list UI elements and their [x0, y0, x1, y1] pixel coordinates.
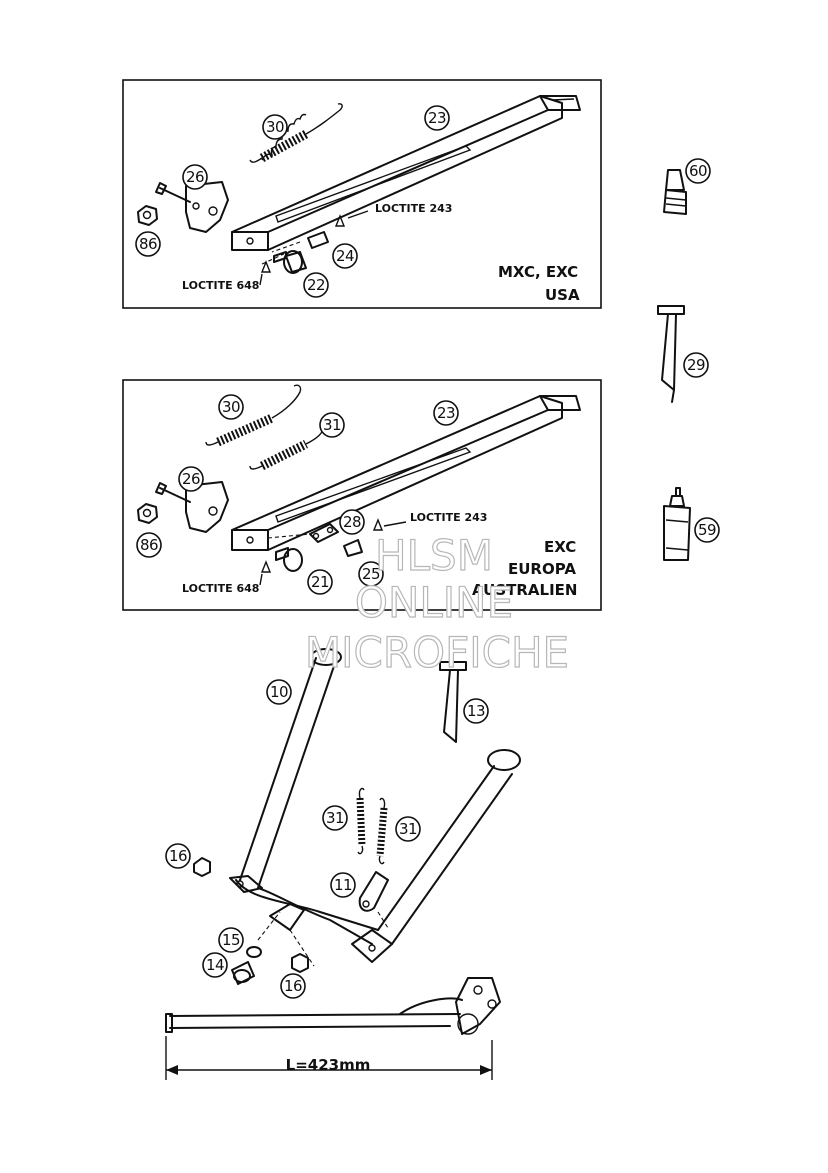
- svg-text:30: 30: [266, 118, 284, 136]
- screw: [271, 214, 346, 253]
- svg-text:25: 25: [362, 565, 380, 583]
- callout-stand-16a: 16: [165, 843, 191, 869]
- callout-top-30: 30: [262, 114, 288, 140]
- svg-text:28: 28: [343, 513, 361, 531]
- callout-top-26: 26: [182, 164, 208, 190]
- svg-text:16: 16: [284, 977, 302, 995]
- callout-middle-26: 26: [178, 466, 204, 492]
- panel-middle: [122, 379, 602, 611]
- panel-top-loctite-243: LOCTITE 243: [375, 202, 452, 215]
- callout-side-29: 29: [683, 352, 709, 378]
- callout-stand-13: 13: [463, 698, 489, 724]
- callout-stand-10: 10: [266, 679, 292, 705]
- panel-middle-market-line-1: EXC: [544, 538, 576, 556]
- watermark-line-2: ONLINE: [355, 578, 513, 627]
- rubber-stop: [231, 961, 255, 985]
- callout-stand-11: 11: [330, 872, 356, 898]
- callout-middle-31: 31: [319, 412, 345, 438]
- callout-top-86: 86: [135, 231, 161, 257]
- washer: [246, 946, 262, 958]
- dimension-stand: [165, 977, 501, 1080]
- panel-middle-loctite-243: LOCTITE 243: [410, 511, 487, 524]
- callout-middle-25: 25: [358, 561, 384, 587]
- callout-top-24: 24: [332, 243, 358, 269]
- callout-middle-28: 28: [339, 509, 365, 535]
- nut: [137, 205, 158, 226]
- svg-text:11: 11: [334, 876, 352, 894]
- bracket-plate: [267, 523, 339, 543]
- callout-middle-21: 21: [307, 569, 333, 595]
- callout-stand-31b: 31: [395, 816, 421, 842]
- spring-2: [376, 797, 388, 865]
- panel-middle-frame: [122, 379, 602, 611]
- spring: [205, 384, 302, 447]
- panel-top: [122, 79, 602, 309]
- dimension-label: L=423mm: [286, 1056, 371, 1074]
- callout-stand-14: 14: [202, 952, 228, 978]
- panel-middle-market-line-3: AUSTRALIEN: [472, 581, 577, 599]
- callout-top-23: 23: [424, 105, 450, 131]
- svg-text:15: 15: [222, 931, 240, 949]
- panel-top-frame: [122, 79, 602, 309]
- panel-middle-market-line-2: EUROPA: [508, 560, 576, 578]
- loctite-tube: [663, 169, 687, 215]
- side-stand-arm: [231, 395, 581, 551]
- svg-text:26: 26: [186, 168, 204, 186]
- nut: [193, 857, 211, 877]
- svg-text:22: 22: [307, 276, 325, 294]
- rubber-stopper: [260, 250, 307, 274]
- screw: [343, 518, 384, 557]
- pivot-bolt: [155, 181, 229, 233]
- nut: [137, 503, 158, 524]
- svg-text:59: 59: [698, 521, 716, 539]
- callout-top-22: 22: [303, 272, 329, 298]
- callout-middle-23: 23: [433, 400, 459, 426]
- panel-top-market-line-2: USA: [545, 286, 580, 304]
- panel-top-market-line-1: MXC, EXC: [498, 263, 578, 281]
- svg-text:30: 30: [222, 398, 240, 416]
- svg-text:60: 60: [689, 162, 707, 180]
- callout-stand-16b: 16: [280, 973, 306, 999]
- panel-middle-loctite-648: LOCTITE 648: [182, 582, 259, 595]
- svg-text:16: 16: [169, 847, 187, 865]
- nut-2: [291, 953, 309, 973]
- svg-text:31: 31: [323, 416, 341, 434]
- svg-text:14: 14: [206, 956, 224, 974]
- cable-tie: [657, 305, 685, 403]
- svg-text:10: 10: [270, 683, 288, 701]
- callout-stand-31a: 31: [322, 805, 348, 831]
- svg-text:24: 24: [336, 247, 354, 265]
- svg-text:26: 26: [182, 470, 200, 488]
- spring: [356, 787, 366, 855]
- callout-middle-86: 86: [136, 532, 162, 558]
- svg-text:31: 31: [399, 820, 417, 838]
- callout-stand-15: 15: [218, 927, 244, 953]
- watermark-line-3: MICROFICHE: [305, 628, 569, 677]
- callout-side-60: 60: [685, 158, 711, 184]
- svg-text:86: 86: [139, 235, 157, 253]
- svg-text:31: 31: [326, 809, 344, 827]
- cable-tie: [439, 661, 467, 743]
- callout-side-59: 59: [694, 517, 720, 543]
- callout-middle-30: 30: [218, 394, 244, 420]
- svg-text:21: 21: [311, 573, 329, 591]
- center-stand: [229, 648, 521, 967]
- pivot-bolt: [155, 481, 229, 533]
- side-stand-arm: [231, 95, 581, 251]
- bracket: [358, 871, 389, 929]
- watermark-line-1: HLSM: [375, 531, 493, 580]
- svg-text:23: 23: [428, 109, 446, 127]
- panel-top-loctite-648: LOCTITE 648: [182, 279, 259, 292]
- svg-text:23: 23: [437, 404, 455, 422]
- grease-bottle: [663, 487, 691, 561]
- rubber-stopper: [260, 547, 303, 573]
- svg-text:29: 29: [687, 356, 705, 374]
- svg-text:13: 13: [467, 702, 485, 720]
- svg-text:86: 86: [140, 536, 158, 554]
